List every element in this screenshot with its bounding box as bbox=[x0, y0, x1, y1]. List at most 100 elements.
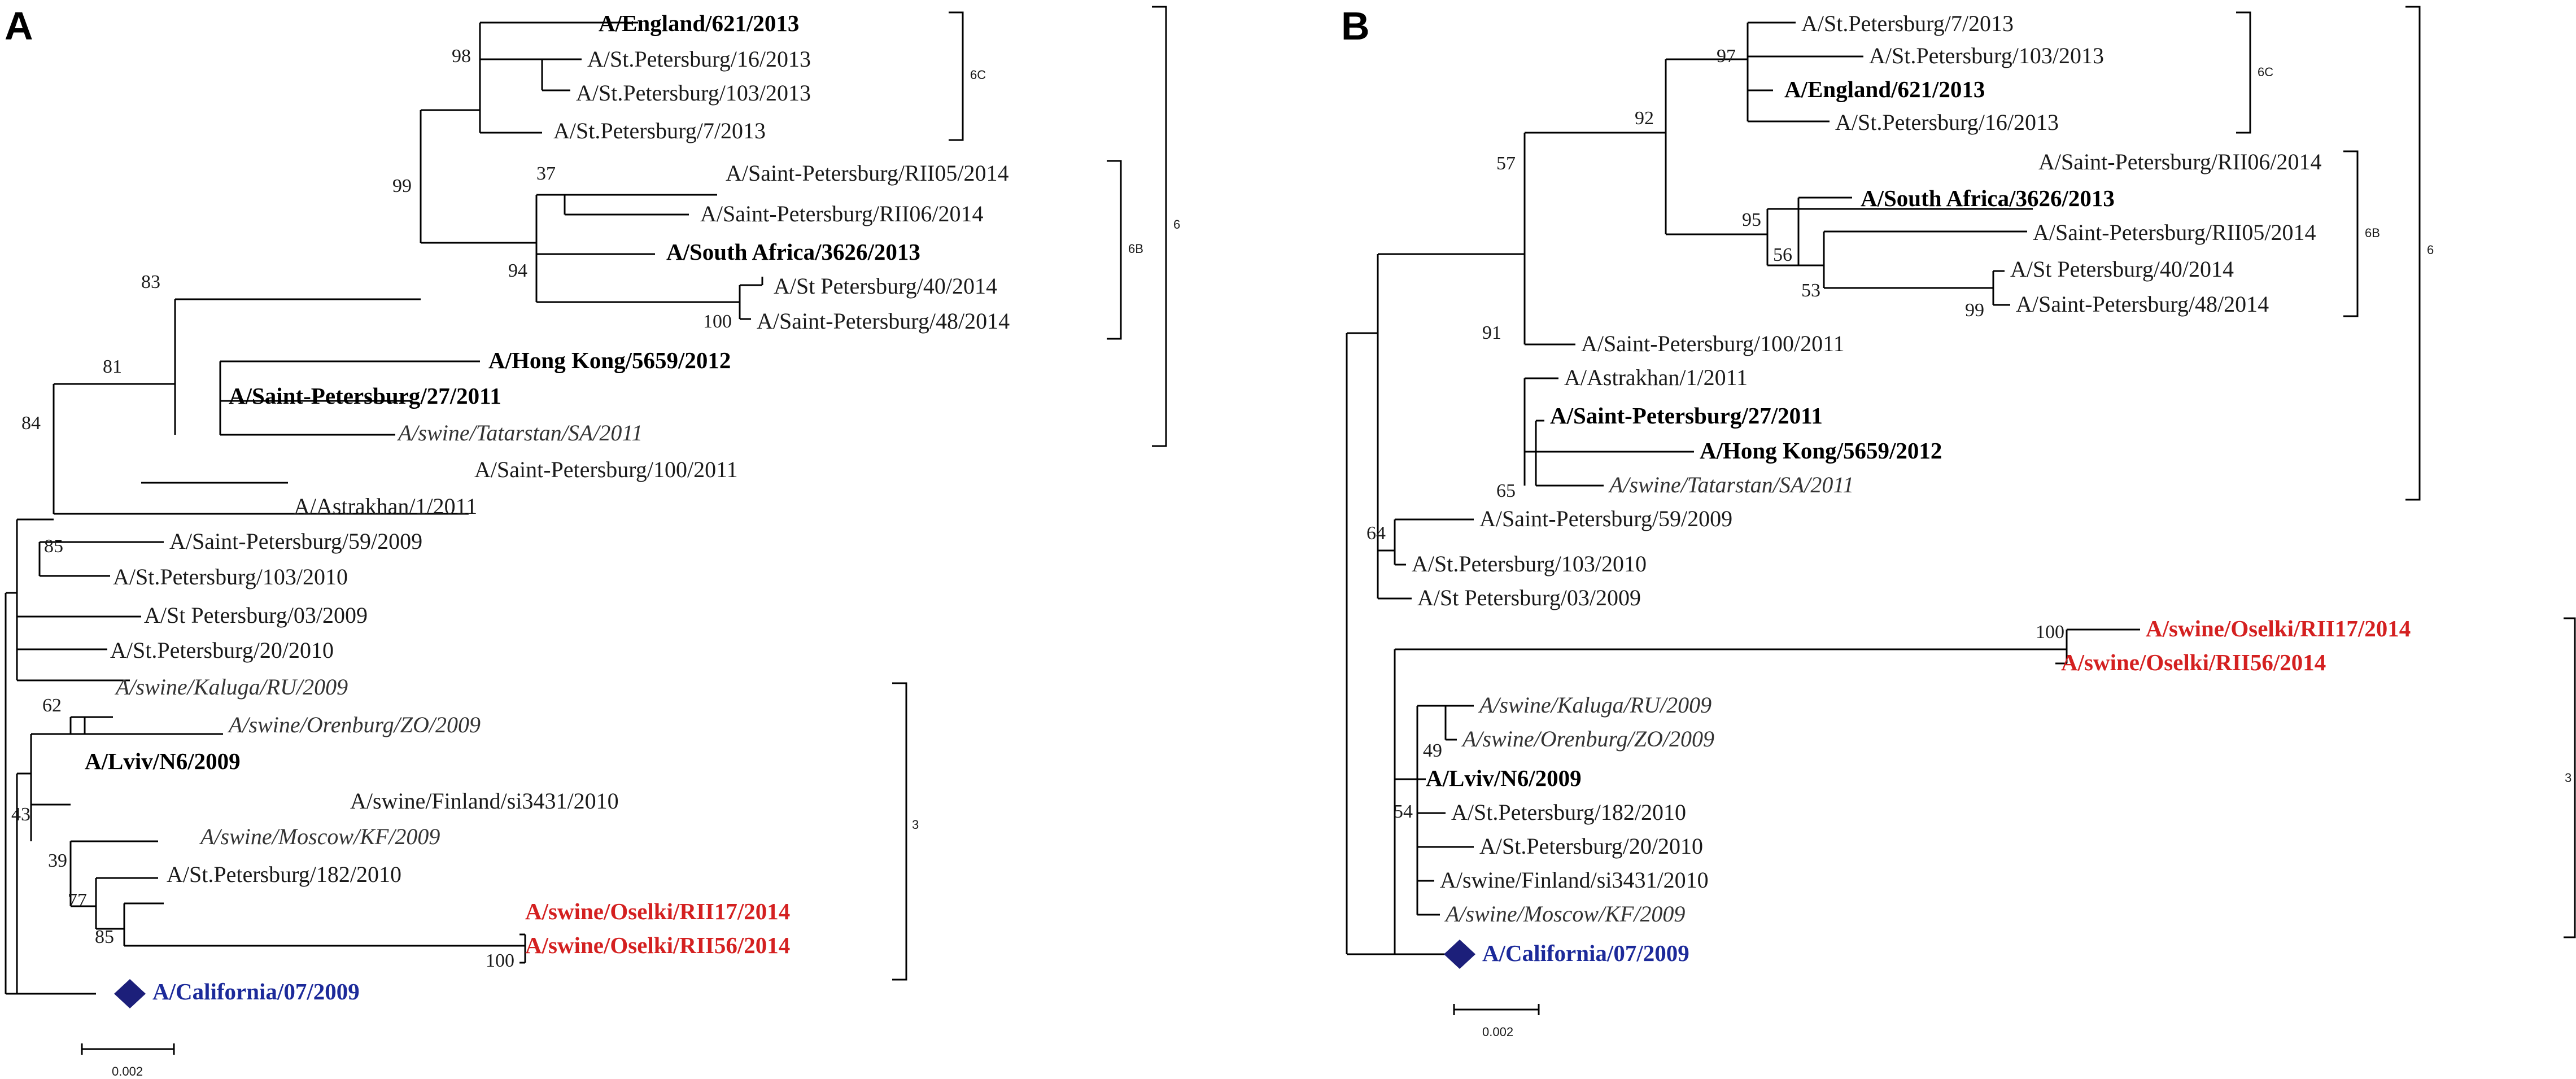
branch-node-37 bbox=[564, 194, 717, 216]
branch-node-85b bbox=[123, 902, 525, 947]
leaf-label: A/St.Petersburg/103/2013 bbox=[1869, 43, 2104, 68]
leaf-label: A/Saint-Petersburg/59/2009 bbox=[169, 528, 422, 554]
panel-a-label: A bbox=[5, 4, 33, 48]
bootstrap-value: 91 bbox=[1482, 322, 1501, 343]
clade-bracket-6b bbox=[1107, 160, 1122, 340]
leaf-label: A/St.Petersburg/7/2013 bbox=[553, 118, 766, 143]
bootstrap-value: 49 bbox=[1423, 740, 1442, 761]
clade-label: 6B bbox=[2365, 226, 2380, 240]
leaf-label: A/swine/Oselki/RII17/2014 bbox=[525, 898, 790, 924]
bootstrap-value: 97 bbox=[1717, 46, 1736, 67]
branch-hk-stp27 bbox=[220, 360, 480, 402]
leaf-label: A/swine/Finland/si3431/2010 bbox=[350, 788, 619, 814]
branch-node-64 bbox=[1377, 518, 1474, 599]
bootstrap-value: 100 bbox=[486, 950, 514, 971]
branch-node-43 bbox=[17, 733, 85, 806]
leaf-label: A/Hong Kong/5659/2012 bbox=[1700, 438, 1942, 464]
bootstrap-value: 56 bbox=[1773, 244, 1792, 265]
clade-bracket-6c bbox=[949, 11, 964, 141]
branch-node-62 bbox=[69, 716, 223, 735]
clade-bracket-6 bbox=[1152, 6, 1167, 447]
branch-node-97 bbox=[1747, 21, 1863, 123]
bootstrap-value: 99 bbox=[392, 176, 412, 196]
clade-label: 6 bbox=[2427, 243, 2434, 257]
leaf-label: A/swine/Moscow/KF/2009 bbox=[1444, 901, 1685, 927]
leaf-label: A/St.Petersburg/182/2010 bbox=[1451, 800, 1686, 825]
leaf-label: A/South Africa/3626/2013 bbox=[1861, 185, 2115, 211]
branch-node-56 bbox=[1797, 196, 1852, 267]
clade-bracket-6b bbox=[2343, 150, 2359, 317]
branch-node-91 bbox=[1377, 253, 1525, 552]
branch-node-49 bbox=[1395, 705, 1474, 780]
branch-node-57 bbox=[1523, 132, 1666, 344]
leaf-label: A/Saint-Petersburg/27/2011 bbox=[1550, 403, 1823, 429]
branch-node-100-oselki bbox=[1395, 628, 2140, 665]
leaf-label: A/Saint-Petersburg/RII06/2014 bbox=[2038, 149, 2321, 174]
branch-node-39 bbox=[69, 840, 158, 907]
leaf-label: A/Saint-Petersburg/59/2009 bbox=[1479, 506, 1732, 531]
clade-bracket-6c bbox=[2236, 11, 2251, 134]
panel-b: B bbox=[1341, 4, 2576, 1039]
leaf-label: A/St.Petersburg/103/2010 bbox=[1412, 551, 1647, 576]
branch-node-54-leaves bbox=[1417, 812, 1474, 916]
clade-label: 6C bbox=[970, 68, 986, 82]
leaf-label: A/swine/Finland/si3431/2010 bbox=[1440, 867, 1709, 893]
clade-label: 6B bbox=[1128, 242, 1143, 256]
diamond-icon bbox=[114, 979, 146, 1008]
panel-a-bootstraps: 98 99 37 94 100 83 81 84 85 62 43 39 77 … bbox=[11, 46, 732, 971]
panel-b-label: B bbox=[1341, 4, 1370, 48]
leaf-label: A/Lviv/N6/2009 bbox=[1426, 765, 1582, 791]
bootstrap-value: 64 bbox=[1366, 523, 1386, 544]
clade-label: 6C bbox=[2258, 65, 2273, 79]
branch-node-81 bbox=[53, 383, 469, 515]
leaf-label: A/St.Petersburg/103/2013 bbox=[576, 80, 811, 106]
leaf-label: A/England/621/2013 bbox=[1784, 76, 1985, 102]
panel-b-clades: 6C 6B 6 3 bbox=[2236, 6, 2576, 938]
panel-a-scale-bar: 0.002 bbox=[81, 1043, 175, 1078]
bootstrap-value: 84 bbox=[21, 413, 41, 434]
scale-bar bbox=[1453, 1004, 1540, 1015]
panel-b-scale-bar: 0.002 bbox=[1453, 1004, 1540, 1039]
leaf-label: A/swine/Moscow/KF/2009 bbox=[199, 824, 440, 849]
branch-lviv bbox=[30, 803, 68, 841]
panel-a-branches bbox=[5, 21, 763, 995]
root-branch bbox=[1346, 332, 1454, 955]
bootstrap-value: 77 bbox=[68, 890, 87, 911]
bootstrap-value: 100 bbox=[2036, 622, 2064, 643]
branch-node-99 bbox=[420, 109, 480, 243]
bootstrap-value: 37 bbox=[536, 163, 556, 184]
branch-stp-2009-2010 bbox=[17, 615, 141, 650]
leaf-label: A/California/07/2009 bbox=[152, 978, 360, 1004]
branch-node-85 bbox=[16, 482, 288, 680]
scale-bar bbox=[81, 1043, 175, 1055]
clade-bracket-6 bbox=[2405, 6, 2421, 501]
panel-a-clades: 6C 6B 6 3 bbox=[892, 6, 1180, 981]
branch-6c-inner bbox=[541, 58, 582, 91]
leaf-label: A/swine/Kaluga/RU/2009 bbox=[114, 674, 348, 700]
bootstrap-value: 85 bbox=[95, 927, 114, 947]
leaf-label: A/Saint-Petersburg/100/2011 bbox=[1581, 331, 1845, 356]
scale-label: 0.002 bbox=[112, 1064, 143, 1078]
bootstrap-value: 99 bbox=[1965, 300, 1984, 321]
leaf-label: A/St Petersburg/40/2014 bbox=[774, 273, 997, 299]
leaf-label: A/swine/Kaluga/RU/2009 bbox=[1478, 692, 1711, 718]
bootstrap-value: 95 bbox=[1742, 209, 1761, 230]
leaf-label: A/Saint-Petersburg/48/2014 bbox=[2016, 291, 2269, 317]
leaf-label: A/St Petersburg/40/2014 bbox=[2010, 256, 2234, 282]
leaf-label: A/St.Petersburg/7/2013 bbox=[1801, 11, 2014, 36]
leaf-label: A/Lviv/N6/2009 bbox=[85, 748, 241, 774]
clade-bracket-3 bbox=[892, 682, 907, 981]
panel-a-leaves: A/England/621/2013 A/St.Petersburg/16/20… bbox=[85, 10, 1010, 1008]
clade-bracket-3 bbox=[2564, 617, 2576, 938]
leaf-label: A/St Petersburg/03/2009 bbox=[144, 602, 368, 628]
leaf-label: A/South Africa/3626/2013 bbox=[666, 239, 920, 265]
bootstrap-value: 81 bbox=[103, 356, 122, 377]
branch-node-95 bbox=[1766, 208, 2033, 267]
branch-node-94 bbox=[421, 194, 740, 303]
bootstrap-value: 62 bbox=[42, 695, 62, 716]
branch-tatarstan bbox=[219, 361, 395, 436]
leaf-label: A/Saint-Petersburg/RII05/2014 bbox=[2033, 220, 2316, 245]
panel-b-bootstraps: 97 92 57 95 56 53 99 91 65 64 100 49 54 bbox=[1366, 46, 2064, 822]
branch-node-92 bbox=[1665, 58, 1767, 235]
